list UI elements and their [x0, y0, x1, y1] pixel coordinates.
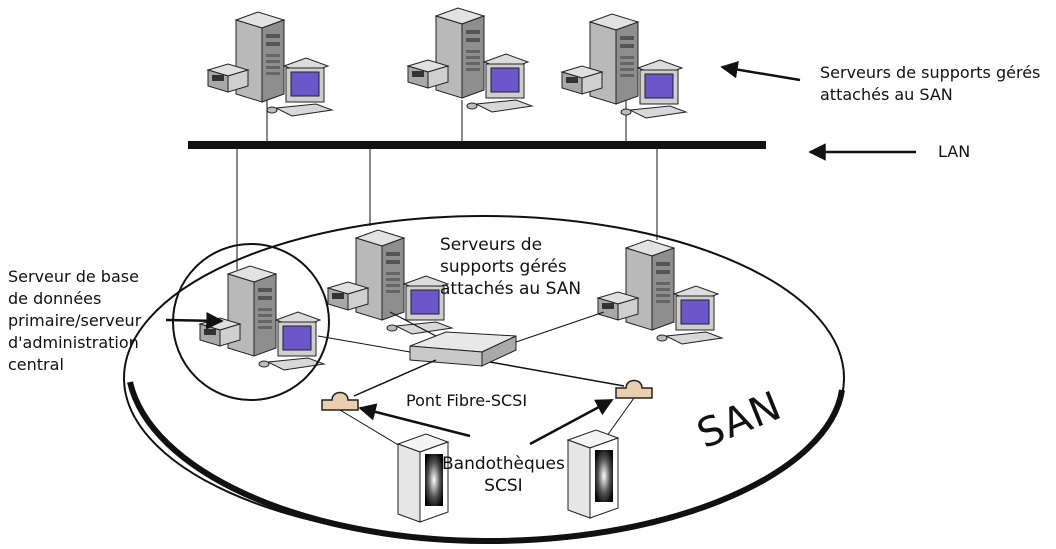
primary-server-highlight [172, 243, 330, 401]
san-servers-label-line-1: Serveurs de [440, 235, 543, 255]
lan-server-3 [561, 13, 687, 119]
san-ellipse-shadow [127, 381, 845, 545]
switch-to-bridge-1 [353, 359, 437, 397]
libraries-label-line-1: Bandothèques [442, 454, 565, 474]
primary-server-label-line-3: primaire/serveur [8, 311, 142, 330]
arrow-lan-servers [720, 60, 801, 82]
lan-server-2 [407, 7, 533, 113]
bridge-label: Pont Fibre-SCSI [406, 391, 528, 410]
lan-servers-label: Serveurs de supports gérés attachés au S… [820, 62, 1040, 106]
switch-to-primary [317, 335, 411, 353]
lan-server-1 [207, 11, 333, 117]
arrow-library-left [358, 403, 471, 438]
switch-to-bridge-2 [489, 361, 625, 387]
primary-server-label-line-4: d'administration [8, 333, 139, 352]
arrow-primary-server [165, 311, 224, 330]
primary-server-label-line-5: central [8, 355, 64, 374]
switch-to-san-server-1 [389, 311, 437, 337]
primary-server-label: Serveur de base de données primaire/serv… [8, 266, 141, 376]
san-servers-label: Serveurs de supports gérés attachés au S… [440, 234, 581, 300]
san-server-2 [597, 239, 723, 345]
lan-servers-label-line-2: attachés au SAN [820, 85, 953, 104]
libraries-label-line-2: SCSI [484, 476, 523, 496]
lan-label: LAN [938, 142, 971, 161]
tape-library-1 [397, 433, 449, 523]
san-servers-label-line-3: attachés au SAN [440, 279, 582, 299]
lan-servers-label-line-1: Serveurs de supports gérés [820, 63, 1041, 82]
libraries-label: Bandothèques SCSI [442, 453, 565, 497]
fibre-scsi-bridge-2 [615, 379, 653, 399]
arrow-library-right [529, 398, 614, 446]
bridge2-to-library2 [603, 397, 635, 441]
primary-server-label-line-1: Serveur de base [8, 267, 139, 286]
lan-bar [188, 141, 766, 149]
switch-to-san-server-2 [515, 311, 605, 343]
fibre-switch [409, 331, 517, 367]
primary-server-label-line-2: de données [8, 289, 102, 308]
primary-server [199, 265, 325, 371]
tape-library-2 [567, 429, 619, 519]
fibre-scsi-bridge-1 [321, 391, 359, 411]
san-servers-label-line-2: supports gérés [440, 257, 567, 277]
san-server-1 [327, 229, 453, 335]
